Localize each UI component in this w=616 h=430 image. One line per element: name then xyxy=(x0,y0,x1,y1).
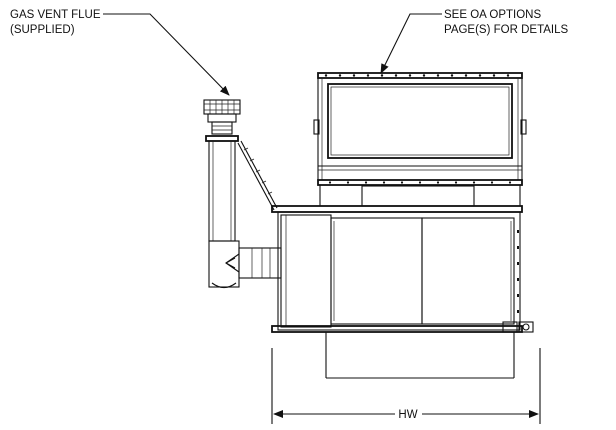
hood-rivets xyxy=(324,74,510,77)
cabinet-edge-holes xyxy=(517,230,519,313)
cabinet-base-rail xyxy=(271,325,523,333)
hood-bottom-rivets xyxy=(328,181,512,184)
outdoor-air-hood xyxy=(313,72,527,207)
oa-leader-arrow xyxy=(380,13,442,74)
hw-dimension: HW xyxy=(271,348,541,424)
flue-callout-line1: GAS VENT FLUE xyxy=(10,9,101,21)
lifting-lug xyxy=(518,321,534,333)
flue-callout: GAS VENT FLUE (SUPPLIED) xyxy=(10,9,230,96)
flue-collar xyxy=(205,135,239,142)
gas-vent-flue xyxy=(203,99,282,289)
hood-latch-left xyxy=(313,119,320,135)
main-cabinet xyxy=(271,205,534,379)
hood-bottom-rim xyxy=(317,179,523,186)
oa-options-callout: SEE OA OPTIONS PAGE(S) FOR DETAILS xyxy=(380,9,569,74)
hood-duct-neck xyxy=(361,185,475,207)
hood-filter-panel xyxy=(327,83,513,159)
flue-connector xyxy=(238,247,282,279)
cabinet-top-flange xyxy=(271,205,523,213)
flue-callout-line2: (SUPPLIED) xyxy=(10,24,75,36)
hood-latch-right xyxy=(520,119,527,135)
access-door-right xyxy=(421,217,515,325)
flue-tee xyxy=(208,240,240,288)
dimension-label: HW xyxy=(398,409,417,421)
oa-options-line1: SEE OA OPTIONS xyxy=(444,9,541,21)
cabinet-body xyxy=(277,211,521,331)
flue-leader-arrow xyxy=(103,13,230,96)
cabinet-end-panel xyxy=(280,214,332,328)
access-door-left xyxy=(330,217,423,325)
flue-support-strap xyxy=(237,142,275,211)
hood-top-rim xyxy=(317,72,523,79)
oa-options-line2: PAGE(S) FOR DETAILS xyxy=(444,24,569,36)
